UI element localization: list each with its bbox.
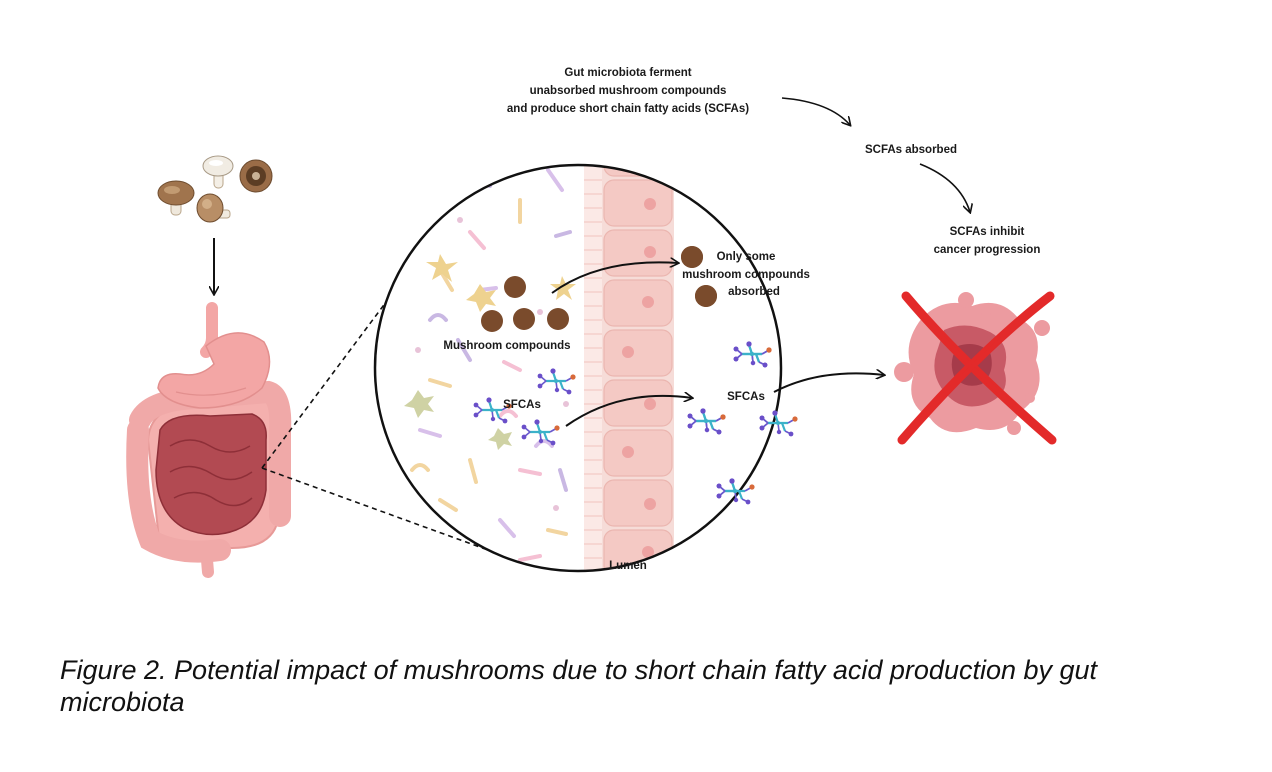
only-some-label-line3: absorbed	[728, 286, 780, 298]
gut-icon	[126, 302, 292, 578]
mushroom-icon	[157, 155, 273, 223]
ferment-label-line2: unabsorbed mushroom compounds	[530, 85, 727, 97]
ferment-label-line1: Gut microbiota ferment	[564, 67, 691, 79]
arrow-sfcas-absorbed	[565, 396, 692, 427]
ferment-label-line3: and produce short chain fatty acids (SCF…	[507, 103, 749, 115]
arrow-compounds-absorbed	[551, 262, 678, 294]
zoom-line-top	[261, 261, 417, 469]
zoom-circle	[373, 163, 783, 573]
figure-caption: Figure 2. Potential impact of mushrooms …	[60, 655, 1098, 717]
mushroom-compounds-label: Mushroom compounds	[443, 340, 570, 352]
arrow-scfas-to-tumor	[773, 373, 884, 393]
lumen-label: Lumen	[609, 560, 647, 572]
only-some-label-line2: mushroom compounds	[682, 269, 810, 281]
sfcas-label-right: SFCAs	[727, 391, 765, 403]
arrow-absorbed-to-inhibit	[919, 163, 970, 212]
inhibit-label-line2: cancer progression	[934, 244, 1041, 256]
inhibit-label-line1: SCFAs inhibit	[950, 226, 1025, 238]
zoom-line-bottom	[261, 467, 489, 551]
mushroom-compound	[681, 246, 703, 268]
arrow-ferment-to-absorbed	[781, 97, 850, 125]
diagram-canvas: Gut microbiota ferment unabsorbed mushro…	[126, 67, 1057, 578]
mushroom-compound	[695, 285, 717, 307]
sfcas-label-left: SFCAs	[503, 399, 541, 411]
cross-out-icon	[897, 291, 1057, 445]
scfas-absorbed-label: SCFAs absorbed	[865, 144, 957, 156]
only-some-label-line1: Only some	[717, 251, 776, 263]
